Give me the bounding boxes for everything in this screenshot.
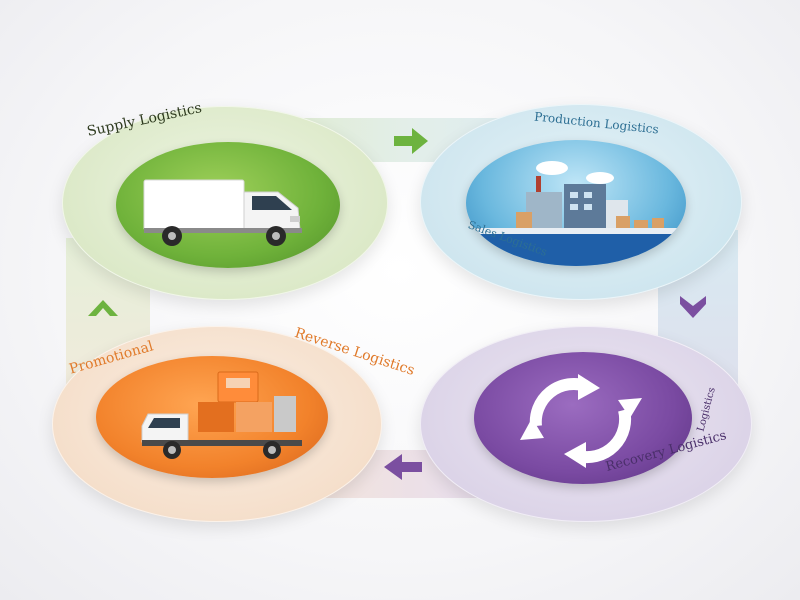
factory-icon bbox=[466, 161, 686, 266]
cargo-truck-icon bbox=[141, 371, 302, 459]
arrow-right-icon bbox=[394, 128, 428, 154]
supply-logistics-core bbox=[116, 142, 340, 268]
recycle-icon bbox=[520, 374, 642, 468]
arrow-left-icon bbox=[384, 454, 422, 480]
arrow-up-icon bbox=[88, 300, 118, 316]
distribution-logistics-core bbox=[96, 356, 328, 478]
production-logistics-core bbox=[466, 140, 686, 266]
arrow-down-icon bbox=[680, 296, 706, 318]
recovery-logistics-core bbox=[474, 352, 692, 484]
delivery-truck-icon bbox=[143, 179, 302, 246]
